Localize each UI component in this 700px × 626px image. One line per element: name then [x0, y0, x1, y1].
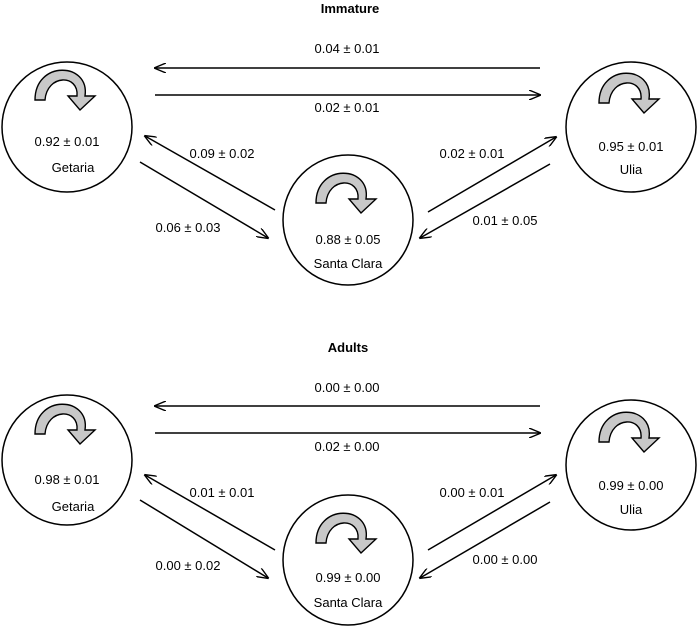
transition-label-santaclara-to-ulia: 0.02 ± 0.01 [440, 146, 505, 161]
arrow-ulia-to-santaclara [420, 163, 551, 238]
self-transition-arrow-icon [598, 72, 661, 115]
site-node-ulia: 0.95 ± 0.01 Ulia [565, 61, 697, 193]
site-node-ulia: 0.99 ± 0.00 Ulia [565, 399, 697, 531]
self-transition-arrow-icon [315, 512, 378, 555]
self-transition-arrow-icon [34, 403, 97, 446]
transition-label-getaria-to-santaclara: 0.00 ± 0.02 [156, 558, 221, 573]
persistence-value: 0.99 ± 0.00 [316, 570, 381, 585]
site-node-santa-clara: 0.99 ± 0.00 Santa Clara [282, 494, 414, 626]
site-node-getaria: 0.98 ± 0.01 Getaria [1, 394, 133, 526]
transition-label-santaclara-to-getaria: 0.09 ± 0.02 [190, 146, 255, 161]
transition-label-getaria-to-ulia: 0.02 ± 0.00 [315, 439, 380, 454]
arrow-santaclara-to-getaria [145, 136, 276, 211]
panel-title: Adults [328, 340, 368, 355]
site-name: Getaria [52, 499, 95, 514]
arrow-getaria-to-santaclara [139, 499, 268, 578]
self-transition-arrow-icon [34, 69, 97, 112]
site-circle [565, 61, 697, 193]
self-transition-arrow-icon [315, 172, 378, 215]
self-transition-arrow-icon [598, 411, 661, 454]
site-circle [565, 399, 697, 531]
site-circle [282, 154, 414, 286]
arrow-santaclara-to-ulia [427, 475, 556, 551]
arrow-getaria-to-santaclara [139, 161, 268, 238]
persistence-value: 0.99 ± 0.00 [599, 478, 664, 493]
transition-label-ulia-to-getaria: 0.04 ± 0.01 [315, 41, 380, 56]
persistence-value: 0.98 ± 0.01 [35, 472, 100, 487]
transition-label-ulia-to-santaclara: 0.01 ± 0.05 [473, 213, 538, 228]
site-circle [282, 494, 414, 626]
arrow-santaclara-to-getaria [145, 475, 276, 551]
site-name: Santa Clara [314, 595, 383, 610]
site-node-santa-clara: 0.88 ± 0.05 Santa Clara [282, 154, 414, 286]
persistence-value: 0.95 ± 0.01 [599, 139, 664, 154]
transition-label-ulia-to-santaclara: 0.00 ± 0.00 [473, 552, 538, 567]
transition-label-santaclara-to-ulia: 0.00 ± 0.01 [440, 485, 505, 500]
arrow-santaclara-to-ulia [427, 137, 556, 213]
panel-adults: Adults 0.98 ± 0.01 Getaria 0.99 ± 0.00 S… [1, 340, 697, 626]
site-circle [1, 394, 133, 526]
site-circle [1, 61, 133, 193]
transition-label-ulia-to-getaria: 0.00 ± 0.00 [315, 380, 380, 395]
transition-label-santaclara-to-getaria: 0.01 ± 0.01 [190, 485, 255, 500]
persistence-value: 0.88 ± 0.05 [316, 232, 381, 247]
site-name: Ulia [620, 162, 643, 177]
transition-label-getaria-to-santaclara: 0.06 ± 0.03 [156, 220, 221, 235]
site-name: Ulia [620, 502, 643, 517]
site-name: Santa Clara [314, 256, 383, 271]
site-node-getaria: 0.92 ± 0.01 Getaria [1, 61, 133, 193]
transition-label-getaria-to-ulia: 0.02 ± 0.01 [315, 100, 380, 115]
arrow-ulia-to-santaclara [420, 501, 551, 578]
panel-title: Immature [321, 1, 380, 16]
panel-immature: Immature 0.92 ± 0.01 Getaria 0.88 ± 0.05… [1, 1, 697, 286]
persistence-value: 0.92 ± 0.01 [35, 134, 100, 149]
site-name: Getaria [52, 160, 95, 175]
